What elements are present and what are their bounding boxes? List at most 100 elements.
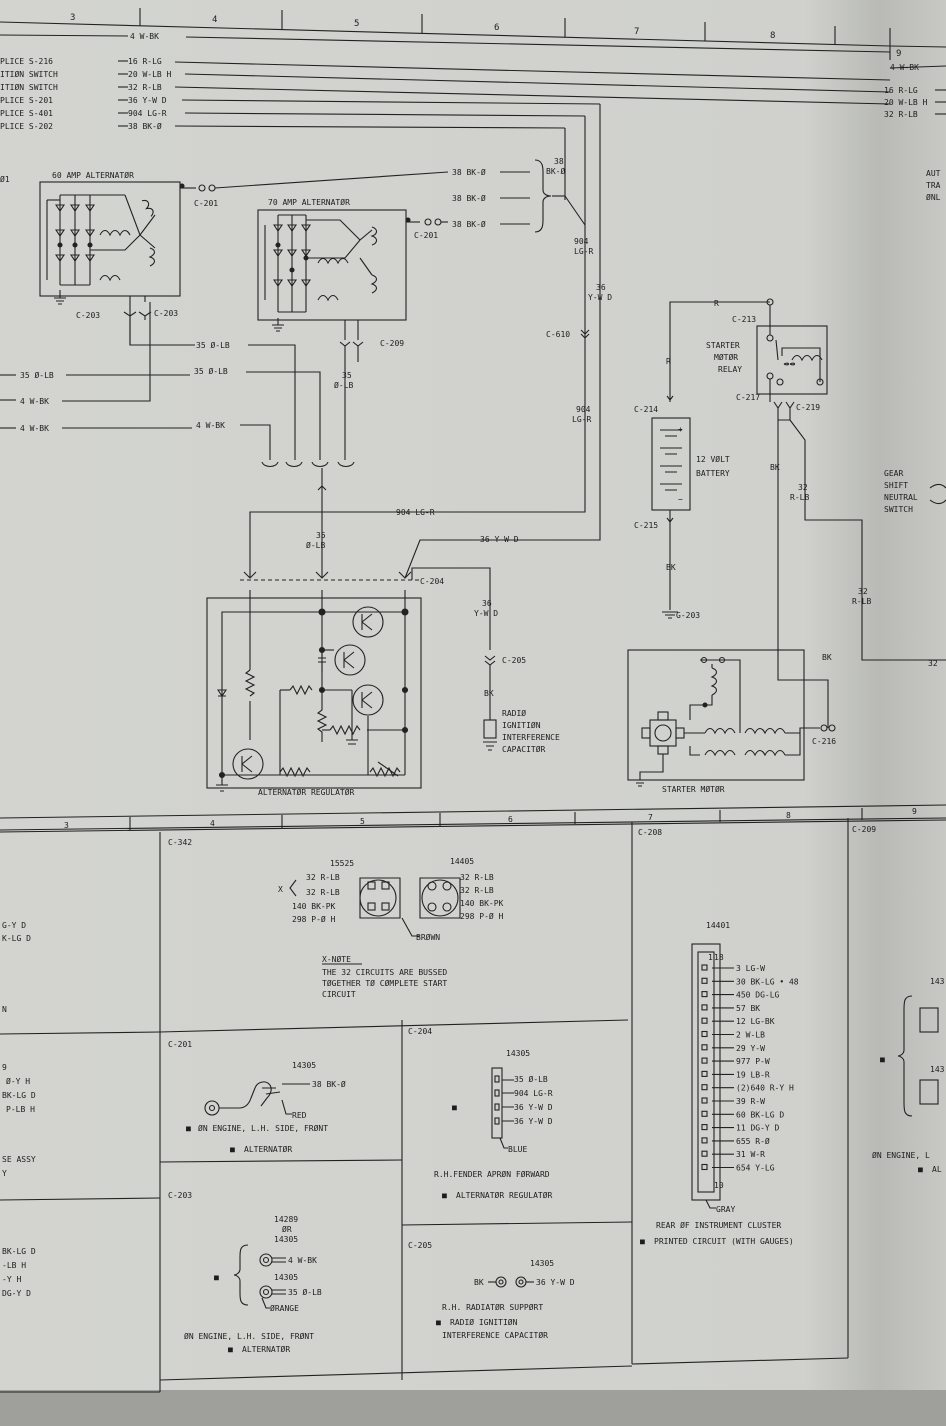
c208-pin xyxy=(701,1004,708,1011)
c208-wire-row: 39 R-W xyxy=(701,1097,765,1106)
w35-e: 35 Ø-LB xyxy=(20,370,54,380)
grid-top-5: 5 xyxy=(354,19,359,29)
c213-label: C-213 xyxy=(732,315,756,324)
c215-label: C-215 xyxy=(634,521,658,530)
c342-left-wire-1: 32 R-LB xyxy=(306,888,340,897)
alt70-title: 70 AMP ALTERNATØR xyxy=(268,197,350,207)
c208-wire-label: 11 DG-Y D xyxy=(736,1124,780,1133)
wire-904-drop xyxy=(249,116,586,578)
c342-title: C-342 xyxy=(168,838,192,847)
w35-f: 35 xyxy=(316,531,326,540)
r-label-2: R xyxy=(666,357,671,366)
c208-pin xyxy=(701,1097,708,1104)
c208-pin xyxy=(701,1137,708,1144)
c208-pin-10: 10 xyxy=(714,1181,724,1190)
w904-e: 904 LG-R xyxy=(396,508,435,517)
starter-motor xyxy=(627,649,836,787)
svg-text:■: ■ xyxy=(452,1103,457,1112)
bk-label-2: BK xyxy=(666,563,676,572)
w36-b: Y-W D xyxy=(588,293,612,302)
c208-wire-label: 12 LG-BK xyxy=(736,1017,775,1026)
c203-panel-loc: ØN ENGINE, L.H. SIDE, FRØNT xyxy=(184,1331,314,1341)
g203-label: G-203 xyxy=(676,611,700,620)
c205-panel-left: BK xyxy=(474,1278,484,1287)
w32-c: 32 xyxy=(858,587,868,596)
grid-bottom-5: 5 xyxy=(360,817,365,826)
c208-wire-label: (2)640 R-Y H xyxy=(736,1084,794,1093)
w4-c: 4 W-BK xyxy=(196,421,225,430)
c209-panel-part-b: 143 xyxy=(930,1065,945,1074)
w4-b: 4 W-BK xyxy=(20,424,49,433)
w35-a: 35 Ø-LB xyxy=(196,340,230,350)
c205-panel-comp1: RADIØ IGNITIØN xyxy=(450,1317,518,1327)
left-a-0: G-Y D xyxy=(2,921,26,930)
bus-wire-6: 38 BK-Ø xyxy=(128,121,162,131)
c208-pin xyxy=(701,1044,708,1051)
c204-panel-loc: R.H.FENDER APRØN FØRWARD xyxy=(434,1169,550,1179)
bus-wire-5: 904 LG-R xyxy=(128,109,167,118)
cap-line-4: CAPACITØR xyxy=(502,744,546,754)
svg-text:■: ■ xyxy=(186,1124,191,1133)
bus-wire-1: 16 R-LG xyxy=(128,57,162,66)
c342-right-wire-3: 298 P-Ø H xyxy=(460,911,504,921)
left-c-1: -LB H xyxy=(2,1261,26,1270)
c208-pin xyxy=(701,991,708,998)
c208-wire-row: 977 P-W xyxy=(701,1057,770,1066)
battery-line-2: BATTERY xyxy=(696,469,730,478)
cap-line-1: RADIØ xyxy=(502,708,526,718)
grid-bottom-6: 6 xyxy=(508,815,513,824)
c208-wire-row: 655 R-Ø xyxy=(701,1136,770,1146)
c208-pin-1: 1 xyxy=(708,953,713,962)
c219-label: C-219 xyxy=(796,403,820,412)
c342-note-2: CIRCUIT xyxy=(322,990,356,999)
c208-wire-row: 57 BK xyxy=(701,1004,760,1013)
capacitor-symbol xyxy=(483,719,497,739)
c204-panel-title: C-204 xyxy=(408,1027,432,1036)
left-b-4: SE ASSY xyxy=(2,1155,36,1164)
grid-bottom-9: 9 xyxy=(912,807,917,816)
w32-d: R-LB xyxy=(852,597,871,606)
c208-wire-label: 654 Y-LG xyxy=(736,1164,775,1173)
bk-label-1: BK xyxy=(484,689,494,698)
c203-label-a: C-203 xyxy=(76,311,100,320)
c203-panel-part3: 14305 xyxy=(274,1273,298,1282)
w38-c: 38 BK-Ø xyxy=(452,219,486,229)
w36-c: 36 Y-W D xyxy=(480,535,519,544)
c205-panel-title: C-205 xyxy=(408,1241,432,1250)
c217-label: C-217 xyxy=(736,393,760,402)
w38-a: 38 BK-Ø xyxy=(452,167,486,177)
left-b-3: P-LB H xyxy=(6,1105,35,1114)
c209-panel-title: C-209 xyxy=(852,825,876,834)
cap-line-2: IGNITIØN xyxy=(502,720,541,730)
c208-pin xyxy=(701,1057,708,1064)
c208-pin xyxy=(701,1017,708,1024)
relay-line-3: RELAY xyxy=(718,365,742,374)
grid-bottom-4: 4 xyxy=(210,819,215,828)
c204-wire-3: 36 Y-W D xyxy=(514,1117,553,1126)
c208-wire-label: 30 BK-LG • 48 xyxy=(736,977,799,986)
gear-line-2: SHIFT xyxy=(884,481,908,490)
c203-panel-title: C-203 xyxy=(168,1191,192,1200)
c208-wire-label: 19 LB-R xyxy=(736,1070,770,1079)
svg-text:■: ■ xyxy=(230,1145,235,1154)
gear-line-4: SWITCH xyxy=(884,505,913,514)
c208-pin xyxy=(701,1030,708,1038)
bus-label-2: ITIØN SWITCH xyxy=(0,69,58,79)
c208-wire-label: 39 R-W xyxy=(736,1097,765,1106)
w904-a: 904 xyxy=(574,237,589,246)
c203-label-b: C-203 xyxy=(154,309,178,318)
left-a-1: K-LG D xyxy=(2,934,31,943)
c204-wire-2: 36 Y-W D xyxy=(514,1103,553,1112)
svg-text:■: ■ xyxy=(880,1055,885,1064)
alt60-title: 60 AMP ALTERNATØR xyxy=(52,170,134,180)
c203-panel-wire2: 35 Ø-LB xyxy=(288,1287,322,1297)
svg-text:−: − xyxy=(678,495,683,504)
c204-wire-0: 35 Ø-LB xyxy=(514,1074,548,1084)
r-label-1: R xyxy=(714,299,719,308)
svg-text:■: ■ xyxy=(442,1191,447,1200)
w904-d: LG-R xyxy=(572,415,591,424)
c342-note-title: X-NØTE xyxy=(322,954,351,964)
c208-pin-18: 18 xyxy=(714,953,724,962)
c204-symbol xyxy=(243,571,412,579)
